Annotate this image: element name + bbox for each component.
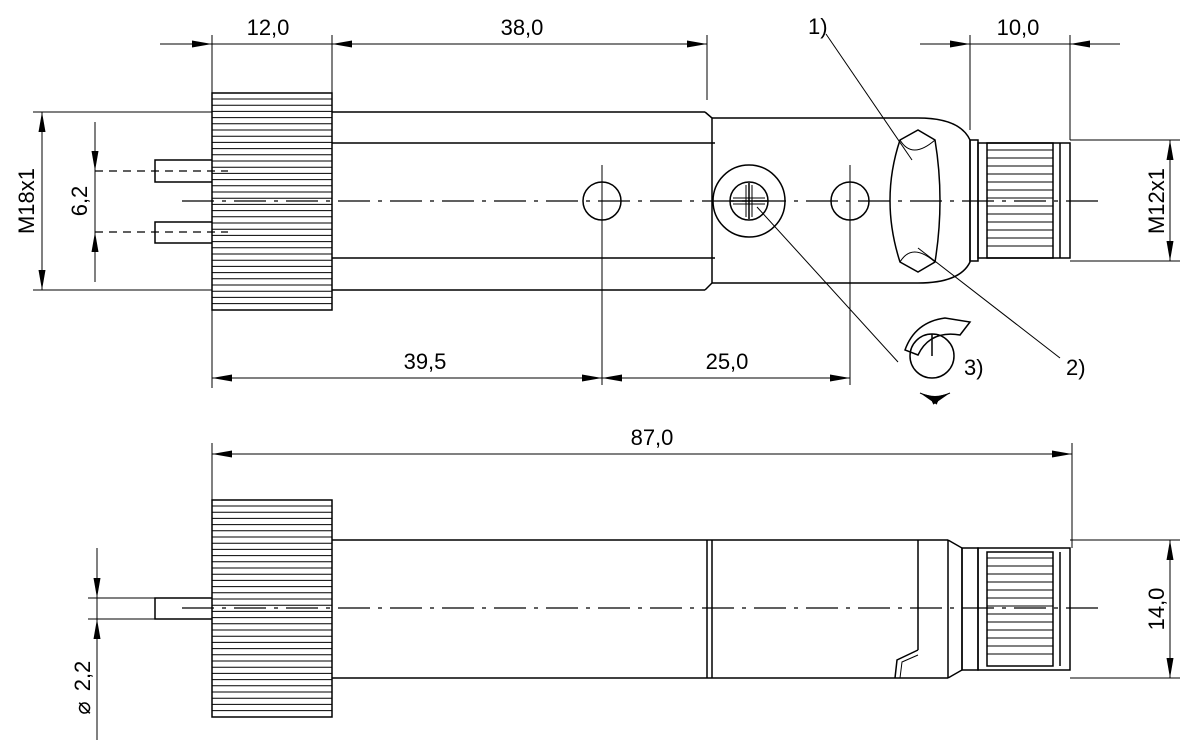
dim-39-5: 39,5	[404, 349, 447, 374]
diameter-symbol: ⌀	[70, 701, 95, 714]
leader-2	[917, 247, 1061, 359]
connector-pins-top	[95, 159, 228, 244]
dim-25-0: 25,0	[706, 349, 749, 374]
rotation-adjust-icon	[904, 317, 972, 405]
sensor-body-side	[332, 539, 963, 679]
dim-6-2: 6,2	[67, 186, 92, 217]
callout-2: 2)	[1066, 355, 1086, 380]
m12-connector-top	[969, 139, 1071, 262]
connector-pin-side	[154, 597, 212, 620]
dim-m18x1: M18x1	[14, 168, 39, 234]
callout-3: 3)	[964, 355, 984, 380]
side-view	[154, 499, 1100, 718]
dim-10-0: 10,0	[997, 15, 1040, 40]
top-view	[95, 33, 1100, 405]
m12-connector-side	[961, 547, 1071, 671]
dim-2-2: 2,2	[70, 661, 95, 692]
knurled-knob-side	[211, 499, 333, 718]
dim-m12x1: M12x1	[1144, 168, 1169, 234]
leader-3	[756, 206, 899, 363]
dim-14-0: 14,0	[1144, 588, 1169, 631]
dim-12-0: 12,0	[247, 15, 290, 40]
dim-87-0: 87,0	[631, 425, 674, 450]
dimensions-side: 87,0 14,0 ⌀ 2,2	[70, 425, 1180, 740]
dimensions-top: 12,0 38,0 10,0 39,5 25,0 M18x1 6,2 M12x1…	[14, 14, 1180, 388]
leader-1	[825, 33, 913, 161]
callout-1: 1)	[808, 14, 828, 39]
dim-38-0: 38,0	[501, 15, 544, 40]
dim-dia-2-2: ⌀ 2,2	[70, 661, 95, 715]
lens-top	[889, 129, 941, 273]
knurled-knob-top	[211, 92, 333, 311]
